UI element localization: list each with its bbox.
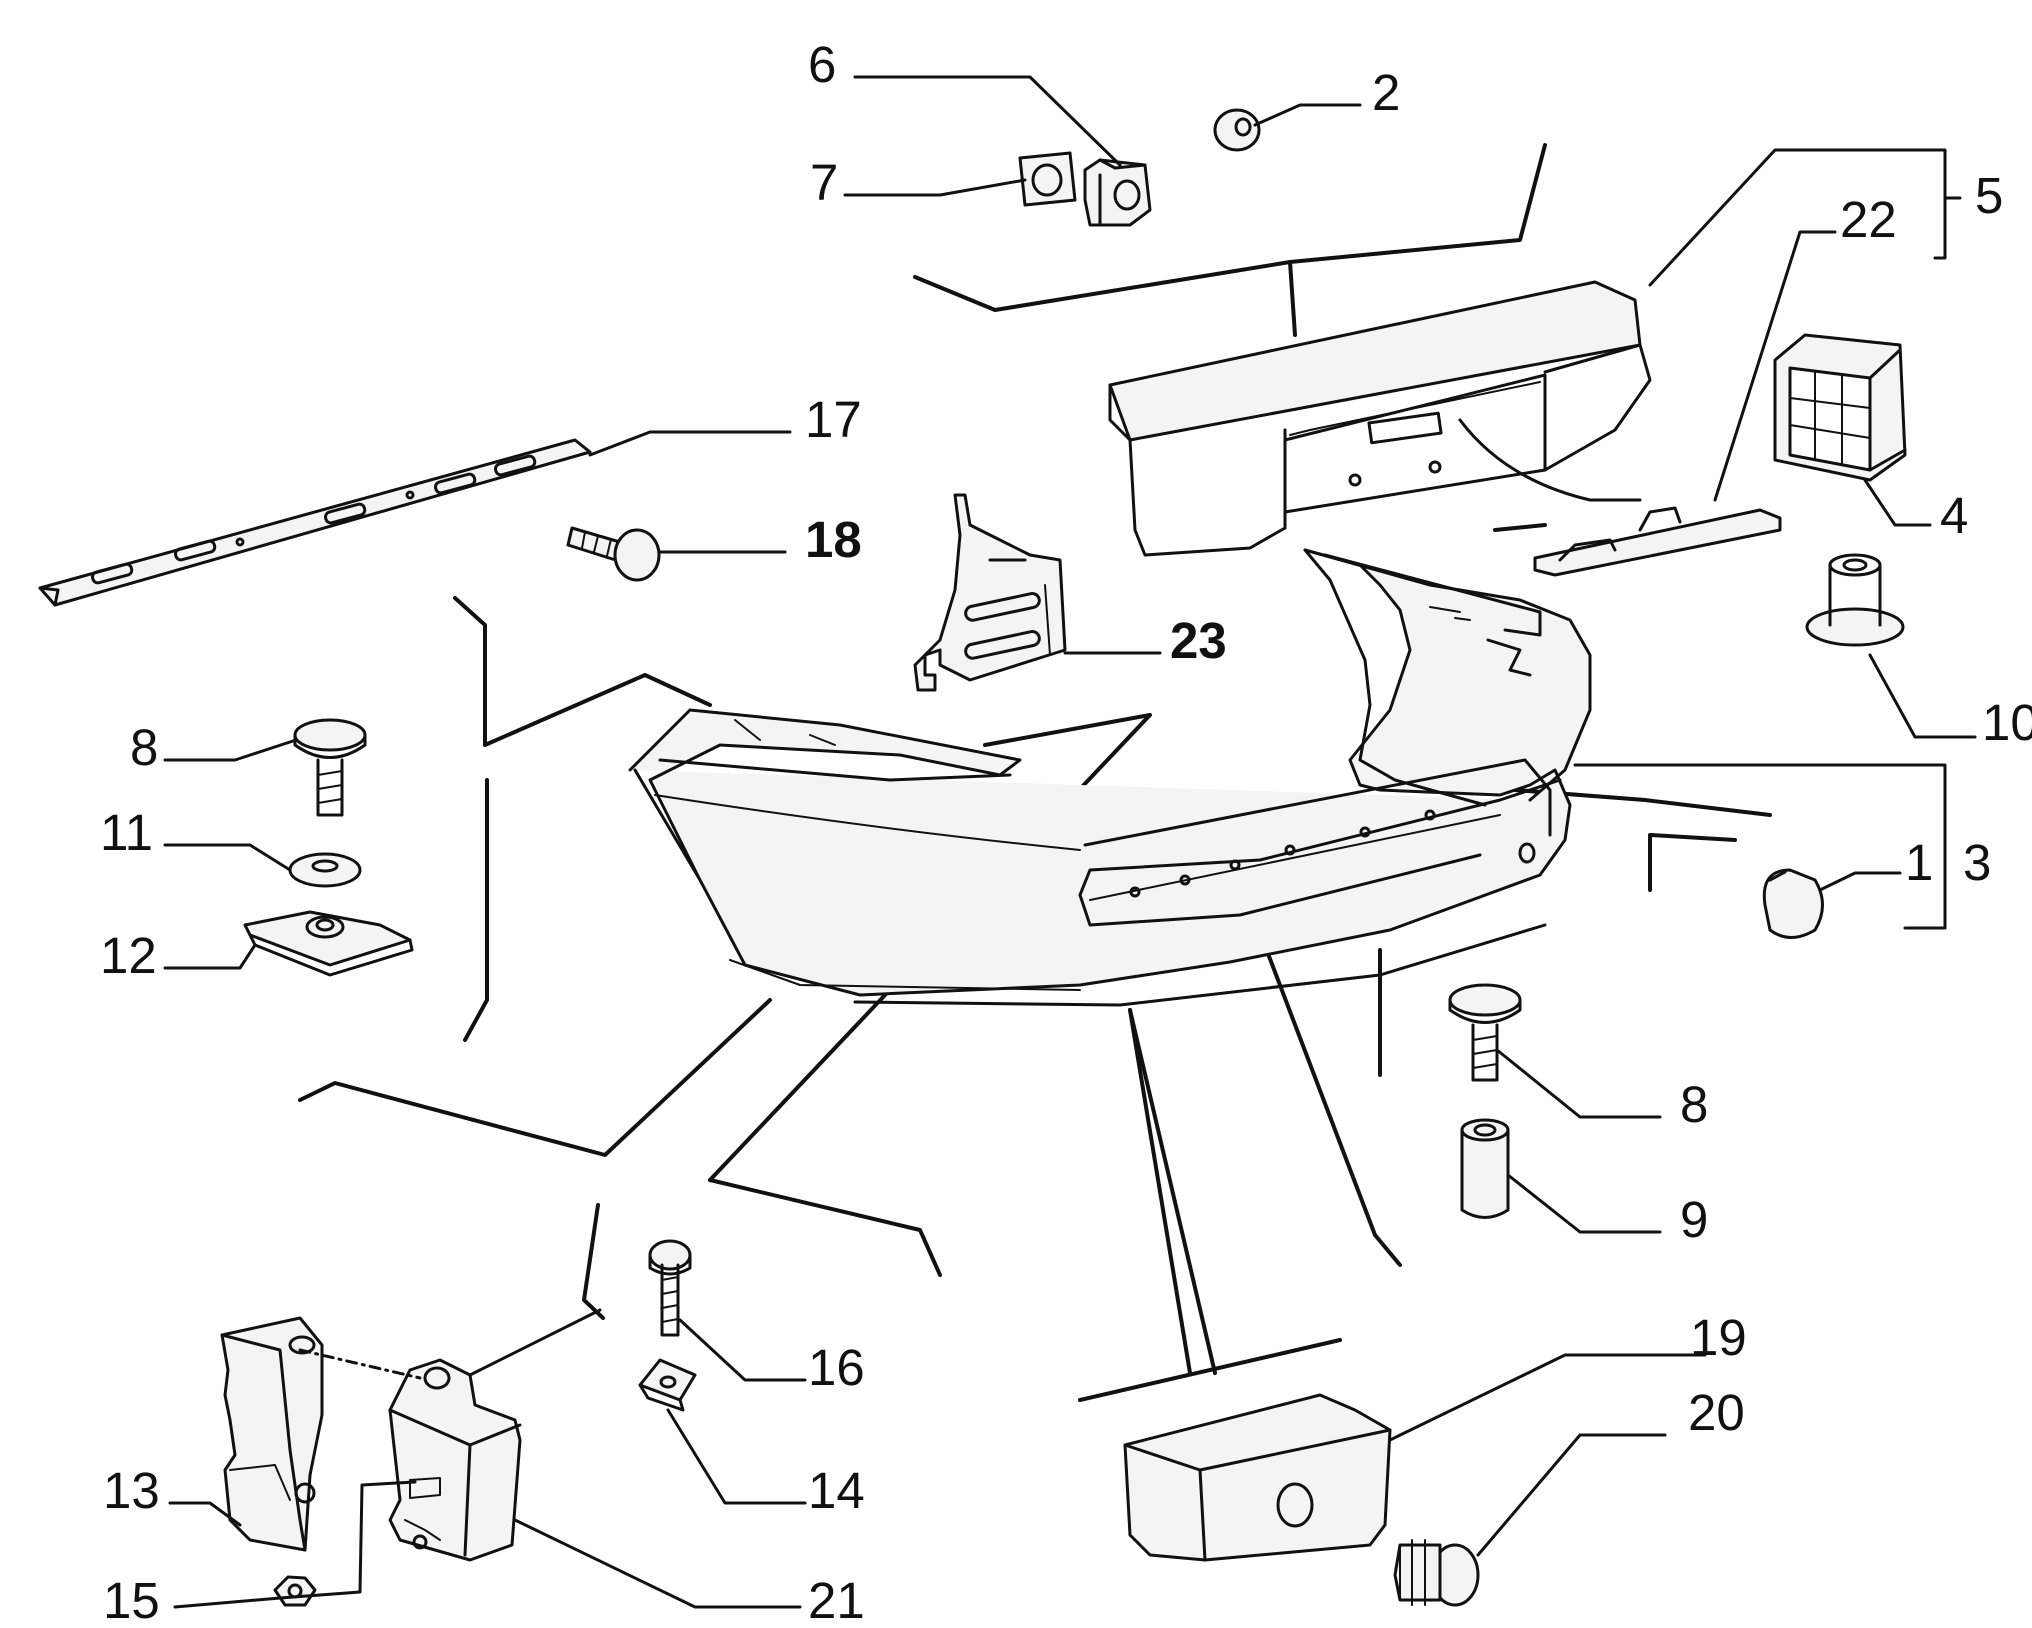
callout-10: 10 bbox=[1982, 694, 2032, 751]
callout-11: 11 bbox=[100, 804, 153, 861]
rear-bumper bbox=[628, 548, 1592, 1007]
callout-13: 13 bbox=[103, 1462, 160, 1519]
bolt-16 bbox=[648, 1239, 692, 1337]
callout-17: 17 bbox=[805, 391, 862, 448]
callout-20: 20 bbox=[1688, 1384, 1745, 1441]
rear-trim-panel bbox=[1108, 280, 1652, 557]
callout-4: 4 bbox=[1940, 487, 1968, 544]
push-pin bbox=[1393, 1539, 1480, 1607]
callout-2: 2 bbox=[1372, 64, 1400, 121]
callout-14: 14 bbox=[808, 1462, 865, 1519]
flat-head-screw-right bbox=[1448, 983, 1522, 1082]
callout-5: 5 bbox=[1975, 167, 2003, 224]
flanged-spacer bbox=[1805, 553, 1905, 647]
callout-numbers: 6 7 2 22 5 4 10 1 3 17 18 23 8 11 12 8 9… bbox=[100, 36, 2032, 1628]
strip-bracket bbox=[1533, 506, 1782, 577]
callout-9: 9 bbox=[1680, 1191, 1708, 1248]
reinforcement-strip bbox=[38, 438, 592, 607]
callout-12: 12 bbox=[100, 927, 157, 984]
callout-3: 3 bbox=[1963, 834, 1991, 891]
flat-head-screw-left bbox=[293, 718, 367, 817]
square-clips bbox=[1018, 151, 1152, 227]
spacer-sleeve bbox=[1460, 1118, 1510, 1219]
callout-22: 22 bbox=[1840, 191, 1897, 248]
callout-15: 15 bbox=[103, 1572, 160, 1623]
callout-leaders bbox=[163, 75, 1977, 1609]
vent-grille bbox=[1773, 333, 1907, 482]
callout-6: 6 bbox=[808, 36, 836, 93]
left-mount-bracket bbox=[220, 1316, 324, 1552]
hex-nut bbox=[273, 1575, 317, 1607]
washer bbox=[288, 852, 362, 888]
clip-nut-plate bbox=[243, 910, 414, 977]
callout-23: 23 bbox=[1170, 612, 1227, 669]
mounting-bracket bbox=[913, 493, 1067, 692]
grommet bbox=[1213, 108, 1261, 152]
callout-18: 18 bbox=[805, 511, 862, 568]
callout-16: 16 bbox=[808, 1339, 865, 1396]
callout-1: 1 bbox=[1905, 834, 1933, 891]
spring-clip bbox=[638, 1358, 697, 1412]
callout-7: 7 bbox=[810, 154, 838, 211]
tow-hook-cover bbox=[1123, 1393, 1392, 1562]
bumper-leader-lines bbox=[708, 713, 1402, 1375]
callout-8-right: 8 bbox=[1680, 1076, 1708, 1133]
right-mount-bracket bbox=[388, 1358, 522, 1562]
plug-cap bbox=[1762, 868, 1824, 939]
vehicle-phantom-outline bbox=[298, 143, 1772, 1402]
bolt-18 bbox=[566, 526, 661, 582]
callout-8-left: 8 bbox=[130, 719, 158, 776]
callout-19: 19 bbox=[1690, 1309, 1747, 1366]
callout-21: 21 bbox=[808, 1572, 865, 1623]
